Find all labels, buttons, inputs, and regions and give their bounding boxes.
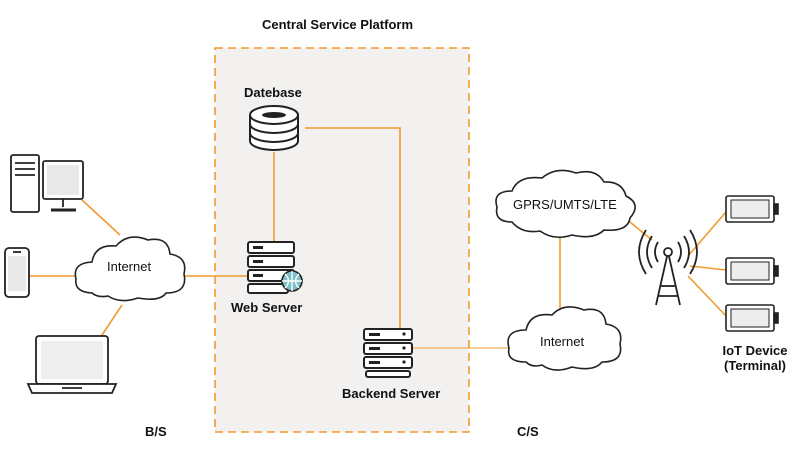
backend-server-icon [363,328,413,378]
cs-label: C/S [517,424,539,439]
antenna-tower-icon [638,229,698,306]
link-db-backend [305,127,401,330]
link-tower-iot3 [687,275,727,317]
platform-box [214,47,470,433]
mobile-phone-icon [4,247,30,298]
laptop-icon [26,335,118,394]
internet-cloud-left [74,236,186,302]
internet-cloud-right [507,306,622,371]
link-tower-iot2 [689,265,727,271]
iot-device-label-line1: IoT Device [722,343,788,358]
connections [30,127,727,349]
iot-device-icon-2 [725,257,779,285]
iot-device-label: IoT Device (Terminal) [716,343,794,373]
gprs-label: GPRS/UMTS/LTE [513,197,617,212]
iot-device-icon-1 [725,195,779,223]
web-server-icon [247,241,303,294]
link-desktop-internet [81,199,121,236]
iot-device-label-line2: (Terminal) [724,358,786,373]
gprs-cloud [495,169,636,239]
web-server-label: Web Server [231,300,303,315]
desktop-computer-icon [10,154,84,213]
iot-device-icon-3 [725,304,779,332]
database-label: Datebase [244,85,302,100]
bs-label: B/S [145,424,167,439]
internet-left-label: Internet [107,259,152,274]
internet-right-label: Internet [540,334,585,349]
database-icon [249,105,299,151]
backend-server-label: Backend Server [342,386,441,401]
link-laptop-internet [99,304,123,339]
platform-title: Central Service Platform [262,17,414,32]
link-tower-iot1 [687,211,727,257]
